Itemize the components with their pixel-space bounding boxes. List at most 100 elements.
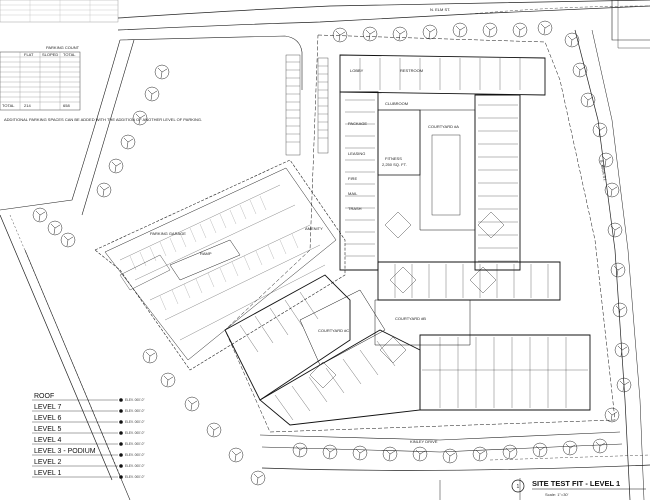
level-legend: ROOF ELEV. 000'-0" LEVEL 7 ELEV. 000'-0" LEV…: [32, 393, 145, 479]
package-label: PACKAGE: [348, 121, 367, 126]
tree-symbol: [154, 64, 170, 80]
surface-parking: [285, 54, 329, 156]
parking-col-flat: FLAT: [24, 52, 34, 57]
tree-symbol: [206, 422, 222, 438]
tree-branch: [63, 235, 74, 247]
tree-symbol: [392, 26, 408, 42]
level-marker: [119, 431, 123, 435]
tree-branch: [601, 155, 612, 167]
level-marker: [119, 453, 123, 457]
drawing-number: 1: [517, 484, 520, 490]
tree-branch: [613, 265, 624, 277]
level-elevation: ELEV. 000'-0": [125, 464, 145, 468]
drawing-scale: Scale: 1"=30': [545, 492, 569, 497]
parking-col-sloped: SLOPED: [42, 52, 58, 57]
parking-count-table: PARKING COUNT FLAT SLOPED TOTAL TOTAL 21…: [0, 0, 202, 122]
garage-ramp-label: RAMP: [200, 251, 212, 256]
parking-total-sum: 658: [63, 103, 70, 108]
tree-branch: [365, 29, 376, 41]
level-elevation: ELEV. 000'-0": [125, 420, 145, 424]
level-name: LEVEL 4: [34, 437, 61, 444]
level-elevation: ELEV. 000'-0": [125, 409, 145, 413]
tree-branch: [485, 25, 496, 37]
tree-branch: [163, 375, 174, 387]
tree-symbol: [452, 22, 468, 38]
tree-symbol: [144, 86, 160, 102]
tree-symbol: [32, 207, 48, 223]
parking-garage: [94, 159, 346, 371]
tree-symbol: [562, 440, 578, 456]
drawing-title: SITE TEST FIT - LEVEL 1: [532, 479, 620, 488]
tree-symbol: [228, 447, 244, 463]
west-road: [0, 39, 135, 500]
tree-symbol: [592, 438, 608, 454]
east-road: [574, 0, 650, 500]
tree-symbol: [142, 348, 158, 364]
north-street-label: N. ELM ST.: [430, 7, 450, 12]
tree-branch: [619, 380, 630, 392]
level-name: LEVEL 1: [34, 470, 61, 477]
tree-branch: [385, 449, 396, 461]
tree-branch: [231, 450, 242, 462]
tree-branch: [615, 305, 626, 317]
amenity-label: AMENITY: [305, 226, 323, 231]
level-name: ROOF: [34, 393, 54, 400]
south-road: [259, 431, 650, 500]
tree-symbol: [184, 396, 200, 412]
tree-branch: [145, 351, 156, 363]
level-elevation: ELEV. 000'-0": [125, 431, 145, 435]
tree-branch: [335, 30, 346, 42]
tree-branch: [567, 35, 578, 47]
courtyard-a-label: COURTYARD #A: [428, 124, 459, 129]
tree-branch: [475, 449, 486, 461]
tree-symbol: [616, 377, 632, 393]
tree-symbol: [532, 442, 548, 458]
tree-symbol: [362, 26, 378, 42]
fitness-area-label: 2,250 SQ. FT.: [382, 162, 407, 167]
tree-symbol: [612, 302, 628, 318]
tree-symbol: [598, 152, 614, 168]
garage-label: PARKING GARAGE: [150, 231, 186, 236]
level-marker: [119, 398, 123, 402]
level-marker: [119, 409, 123, 413]
level-name: LEVEL 3 - PODIUM: [34, 448, 96, 455]
level-elevation: ELEV. 000'-0": [125, 442, 145, 446]
level-marker: [119, 420, 123, 424]
tree-branch: [123, 137, 134, 149]
tree-branch: [35, 210, 46, 222]
tree-branch: [209, 425, 220, 437]
tree-branch: [135, 113, 146, 125]
level-name: LEVEL 7: [34, 404, 61, 411]
tree-branch: [445, 451, 456, 463]
tree-symbol: [352, 445, 368, 461]
tree-branch: [111, 161, 122, 173]
tree-symbol: [47, 220, 63, 236]
unit-partitions: [239, 58, 588, 421]
tree-symbol: [614, 342, 630, 358]
tree-branch: [295, 445, 306, 457]
courtyard-b-label: COURTYARD #B: [395, 316, 426, 321]
tree-symbol: [512, 22, 528, 38]
mail-label: MAIL: [348, 191, 358, 196]
level-marker: [119, 475, 123, 479]
level-elevation: ELEV. 000'-0": [125, 475, 145, 479]
tree-branch: [583, 95, 594, 107]
tree-branch: [617, 345, 628, 357]
tree-branch: [505, 447, 516, 459]
tree-symbol: [292, 442, 308, 458]
level-elevation: ELEV. 000'-0": [125, 398, 145, 402]
tree-branch: [415, 449, 426, 461]
tree-symbol: [422, 24, 438, 40]
tree-symbol: [132, 110, 148, 126]
tree-symbol: [482, 22, 498, 38]
tree-symbol: [250, 470, 266, 486]
level-name: LEVEL 5: [34, 426, 61, 433]
tree-symbol: [502, 444, 518, 460]
tree-branch: [607, 410, 618, 422]
tree-symbol: [120, 134, 136, 150]
fire-label: FIRE: [348, 176, 357, 181]
tree-symbol: [332, 27, 348, 43]
tree-branch: [607, 185, 618, 197]
tree-symbol: [537, 20, 553, 36]
